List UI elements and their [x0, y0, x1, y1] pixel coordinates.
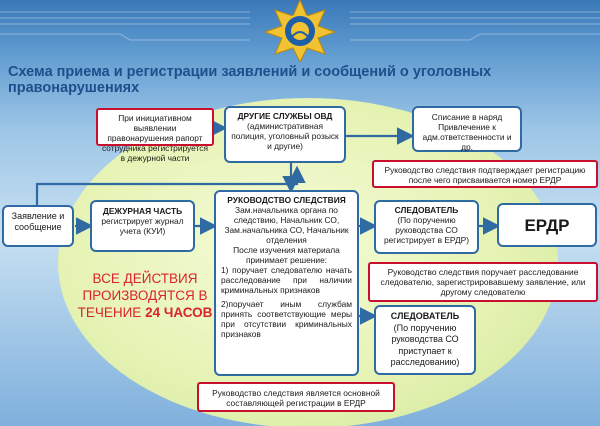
page-title: Схема приема и регистрации заявлений и с… [8, 64, 492, 96]
node-duty-text: регистрирует журнал учета (КУИ) [101, 216, 184, 236]
node-erdr-text: ЕРДР [524, 216, 570, 235]
node-investigator-start: СЛЕДОВАТЕЛЬ (По поручению руководства СО… [374, 305, 476, 375]
node-writeoff-text: Списание в наряд Привлечение к адм.ответ… [422, 112, 512, 152]
node-investigator-start-text: (По поручению руководства СО приступает … [390, 322, 460, 368]
kazakhstan-emblem-icon [263, 0, 337, 62]
node-management-option-2: 2)поручает иным службам принять соответс… [221, 299, 352, 339]
deadline-line-3: ТЕЧЕНИЕ 24 ЧАСОВ [70, 304, 220, 321]
note-assign: Руководство следствия поручает расследов… [368, 262, 598, 302]
node-management: РУКОВОДСТВО СЛЕДСТВИЯ Зам.начальника орг… [214, 190, 359, 376]
note-confirm-text: Руководство следствия подтверждает регис… [384, 165, 586, 185]
node-other-title: ДРУГИЕ СЛУЖБЫ ОВД [237, 111, 333, 121]
node-management-intro: После изучения материала принимает решен… [233, 245, 340, 265]
node-management-option-1: 1) поручает следователю начать расследов… [221, 265, 352, 295]
node-investigator-register-text: (По поручению руководства СО регистрируе… [383, 215, 470, 245]
deadline-banner: ВСЕ ДЕЙСТВИЯ ПРОИЗВОДЯТСЯ В ТЕЧЕНИЕ 24 Ч… [70, 270, 220, 321]
note-basis: Руководство следствия является основной … [197, 382, 395, 412]
node-management-title: РУКОВОДСТВО СЛЕДСТВИЯ [227, 195, 346, 205]
note-confirm: Руководство следствия подтверждает регис… [372, 160, 598, 188]
node-investigator-register: СЛЕДОВАТЕЛЬ (По поручению руководства СО… [374, 200, 479, 254]
node-duty-title: ДЕЖУРНАЯ ЧАСТЬ [102, 206, 183, 216]
node-statement: Заявление и сообщение [2, 205, 74, 247]
deadline-line-1: ВСЕ ДЕЙСТВИЯ [92, 271, 198, 286]
deadline-line-2: ПРОИЗВОДЯТСЯ В [82, 288, 208, 303]
node-other-text: (административная полиция, уголовный роз… [231, 121, 339, 151]
note-initiative-text: При инициативном выявлении правонарушени… [102, 113, 208, 163]
note-assign-text: Руководство следствия поручает расследов… [380, 267, 586, 297]
deadline-number: 24 [145, 305, 161, 320]
node-duty: ДЕЖУРНАЯ ЧАСТЬ регистрирует журнал учета… [90, 200, 195, 252]
node-statement-text: Заявление и сообщение [11, 211, 65, 232]
note-initiative: При инициативном выявлении правонарушени… [96, 108, 214, 163]
node-investigator-register-title: СЛЕДОВАТЕЛЬ [394, 205, 459, 215]
deadline-suffix: ЧАСОВ [163, 305, 213, 320]
node-investigator-start-title: СЛЕДОВАТЕЛЬ [390, 311, 460, 321]
header-pattern [0, 11, 600, 41]
note-basis-text: Руководство следствия является основной … [212, 388, 380, 408]
node-erdr: ЕРДР [497, 203, 597, 247]
node-management-list: Зам.начальника органа по следствию, Нача… [224, 205, 349, 245]
deadline-prefix: ТЕЧЕНИЕ [77, 305, 142, 320]
node-writeoff: Списание в наряд Привлечение к адм.ответ… [412, 106, 522, 152]
node-other-services: ДРУГИЕ СЛУЖБЫ ОВД (административная поли… [224, 106, 346, 163]
